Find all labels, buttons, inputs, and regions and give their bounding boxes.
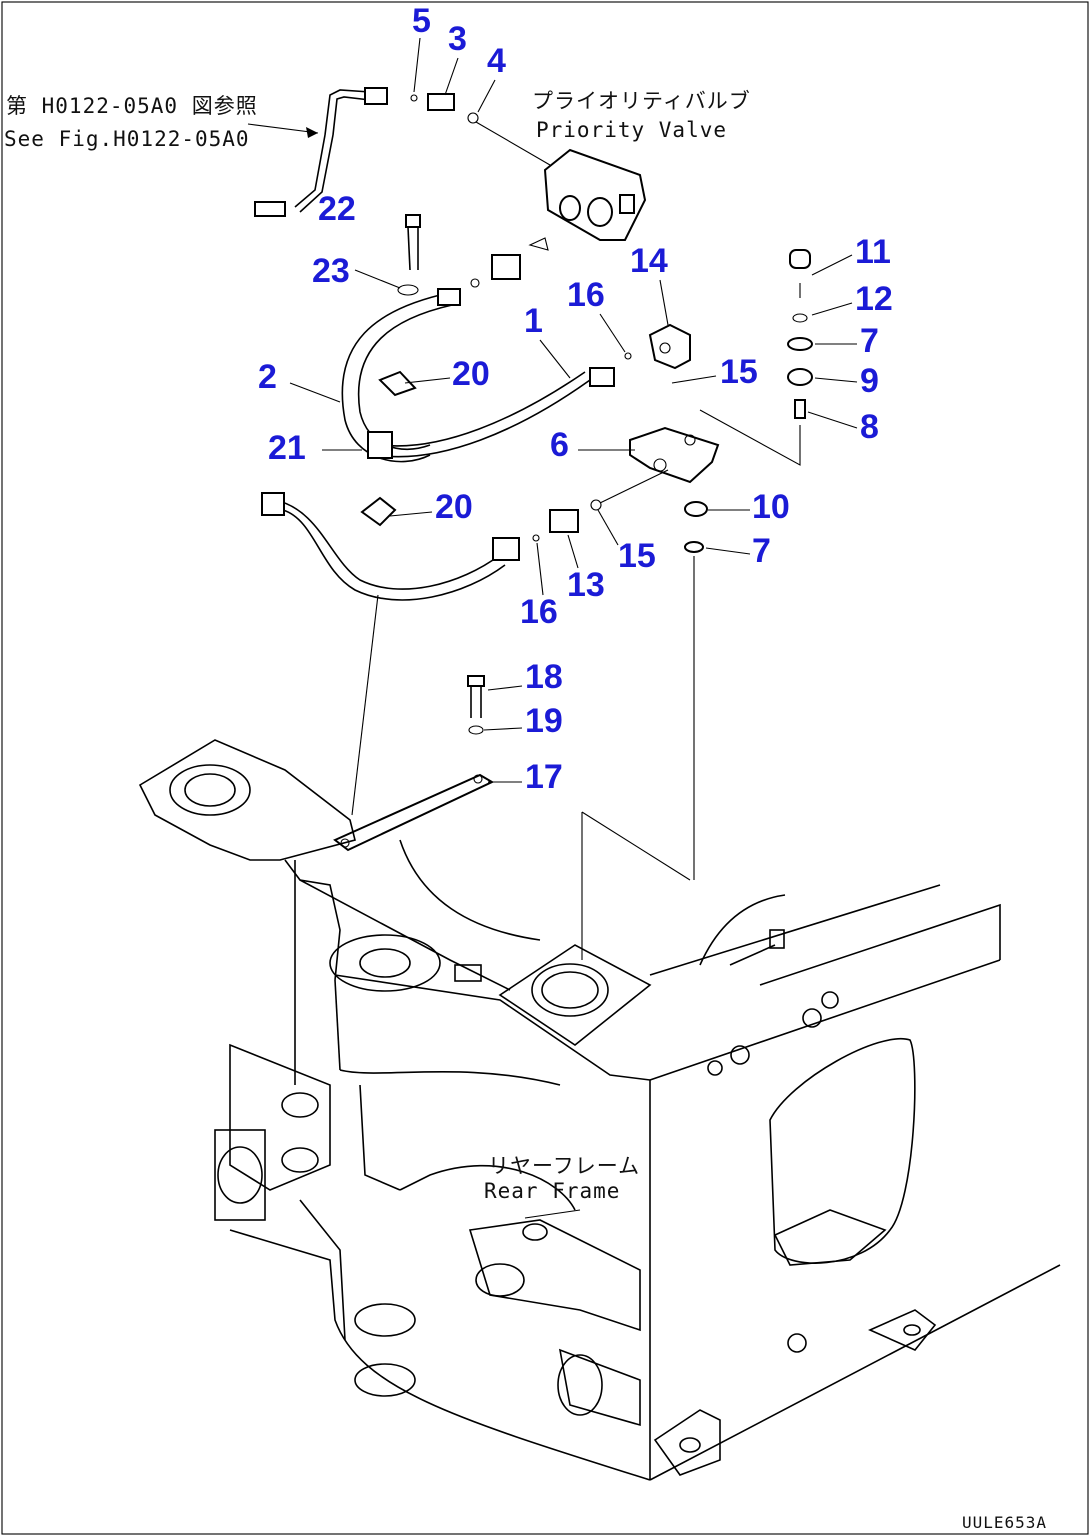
hose-1	[374, 352, 632, 458]
hose-lower	[261, 492, 520, 601]
callout-7-lower: 7	[752, 532, 771, 570]
bolt-22	[397, 214, 421, 296]
callout-15-lower: 15	[618, 537, 656, 575]
callout-3: 3	[448, 20, 467, 58]
callout-7-top: 7	[860, 322, 879, 360]
priority-valve-jp: プライオリティバルブ	[532, 89, 751, 113]
drawing-code: UULE653A	[962, 1513, 1047, 1532]
adapter-3	[410, 93, 479, 124]
priority-valve-label: プライオリティバルブ Priority Valve	[532, 89, 751, 142]
callout-20-top: 20	[452, 355, 490, 393]
callout-16-lower: 16	[520, 593, 558, 631]
callout-6: 6	[550, 426, 569, 464]
rear-frame-en: Rear Frame	[484, 1179, 620, 1203]
leader-line	[699, 409, 801, 466]
callout-15-top: 15	[720, 353, 758, 391]
callout-10: 10	[752, 488, 790, 526]
callout-11: 11	[855, 233, 891, 271]
callout-numbers: 5 3 4 22 23 14 11 12 7 9 8 16 1 15 2 20 …	[258, 2, 893, 796]
callout-21: 21	[268, 429, 306, 467]
rear-frame-jp: リヤーフレーム	[488, 1154, 640, 1178]
elbow-14	[648, 323, 691, 370]
rear-frame	[138, 739, 1061, 1481]
callout-9: 9	[860, 362, 879, 400]
mount-stack	[684, 249, 813, 553]
ref-note-jp: 第 H0122-05A0 図参照	[6, 94, 258, 118]
callout-22: 22	[318, 190, 356, 228]
callout-14: 14	[630, 242, 668, 280]
reference-note: 第 H0122-05A0 図参照 See Fig.H0122-05A0	[4, 94, 319, 151]
connector-13	[532, 469, 669, 542]
clamp-21	[367, 431, 393, 459]
ref-note-en: See Fig.H0122-05A0	[4, 127, 250, 151]
clamp-20-upper	[378, 370, 417, 397]
callout-16-top: 16	[567, 276, 605, 314]
callout-20-lower: 20	[435, 488, 473, 526]
callout-23: 23	[312, 252, 350, 290]
leader-line	[351, 594, 379, 816]
callout-12: 12	[855, 280, 893, 318]
block-6	[629, 426, 720, 484]
callout-4: 4	[487, 42, 506, 80]
callout-17: 17	[525, 758, 563, 796]
callout-13: 13	[567, 566, 605, 604]
callout-19: 19	[525, 702, 563, 740]
priority-valve-en: Priority Valve	[536, 118, 727, 142]
bolt-18	[467, 675, 485, 735]
priority-valve	[475, 121, 647, 241]
callout-18: 18	[525, 658, 563, 696]
callout-2: 2	[258, 358, 277, 396]
plate-17	[333, 773, 495, 852]
clamp-20-lower	[360, 496, 397, 527]
callout-1: 1	[524, 302, 543, 340]
leader-line	[581, 811, 691, 881]
hose-2	[341, 237, 549, 463]
callout-8: 8	[860, 408, 879, 446]
rear-frame-label: リヤーフレーム Rear Frame	[484, 1154, 640, 1219]
hose-from-ref	[254, 87, 388, 217]
callout-5: 5	[412, 2, 431, 40]
